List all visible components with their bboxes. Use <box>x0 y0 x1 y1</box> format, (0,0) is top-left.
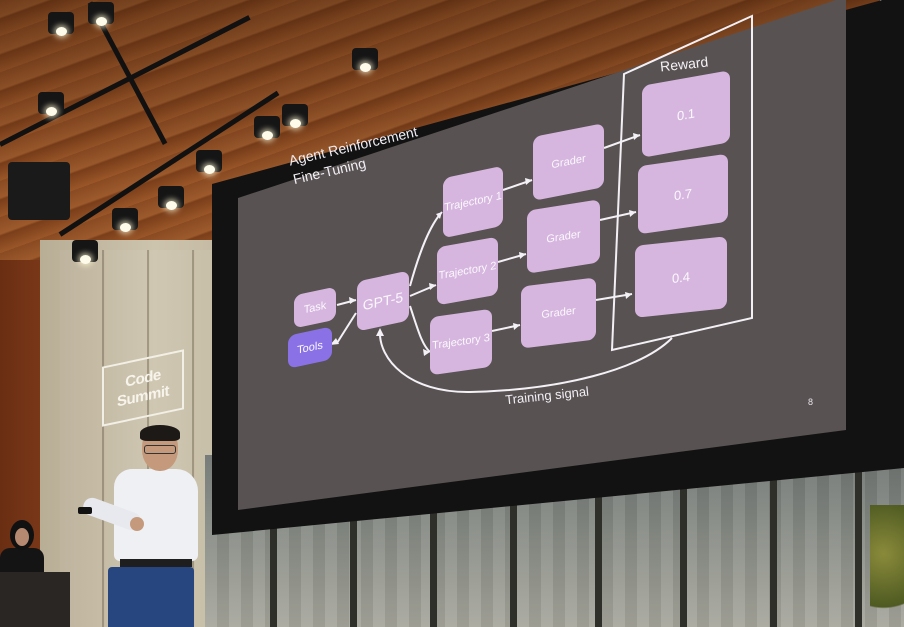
clicker-remote <box>78 507 92 514</box>
presenter-pants <box>108 567 194 627</box>
podium <box>0 572 70 627</box>
trajectory-label: Trajectory 3 <box>432 331 490 353</box>
slide-number: 8 <box>808 397 814 407</box>
trajectory-label: Trajectory 1 <box>444 189 502 215</box>
window-mullion <box>855 472 862 627</box>
reward-value: 0.1 <box>676 104 696 124</box>
stage-light-icon <box>254 116 280 140</box>
trajectory-node-1: Trajectory 1 <box>443 165 503 239</box>
banner-panel <box>60 250 104 627</box>
stage-light-icon <box>158 186 184 210</box>
window-mullion <box>510 492 517 627</box>
grader-node-3: Grader <box>521 277 596 349</box>
tools-label: Tools <box>297 338 323 357</box>
trajectory-node-2: Trajectory 2 <box>437 236 498 306</box>
task-label: Task <box>303 299 327 316</box>
stage-light-icon <box>48 12 74 36</box>
model-label: GPT-5 <box>362 288 404 314</box>
grader-label: Grader <box>551 152 586 172</box>
stage-light-icon <box>352 48 378 72</box>
reward-node-2: 0.7 <box>638 153 728 235</box>
trajectory-node-3: Trajectory 3 <box>430 308 492 376</box>
grader-label: Grader <box>546 227 581 246</box>
grader-label: Grader <box>541 304 576 322</box>
presenter <box>78 425 218 627</box>
window-mullion <box>430 497 437 627</box>
connector-arrowheads <box>330 133 640 356</box>
tools-to-model-line <box>336 312 357 344</box>
stage-light-icon <box>196 150 222 174</box>
grader-node-2: Grader <box>527 199 600 274</box>
stage-light-icon <box>282 104 308 128</box>
trajectory-label: Trajectory 2 <box>438 259 497 283</box>
model-to-trajectory3-line <box>409 305 431 353</box>
window-mullion <box>770 477 777 627</box>
stage-light-icon <box>88 2 114 26</box>
attendee-face <box>15 528 29 546</box>
presenter-glasses <box>144 445 176 454</box>
speaker-icon <box>8 162 70 220</box>
window-mullion <box>680 482 687 627</box>
attendee <box>0 520 44 580</box>
presenter-belt <box>120 559 192 567</box>
presenter-hand <box>130 517 144 531</box>
plant <box>870 505 904 627</box>
training-signal-curve <box>378 329 673 394</box>
window-mullion <box>270 517 277 627</box>
window-mullion <box>350 507 357 627</box>
reward-box <box>610 14 753 352</box>
presenter-hair <box>140 425 180 441</box>
stage-light-icon <box>112 208 138 232</box>
stage-light-icon <box>38 92 64 116</box>
stage-light-icon <box>72 240 98 264</box>
reward-value: 0.4 <box>671 268 691 286</box>
reward-value: 0.7 <box>673 185 693 203</box>
window-mullion <box>595 487 602 627</box>
reward-node-3: 0.4 <box>635 236 727 318</box>
